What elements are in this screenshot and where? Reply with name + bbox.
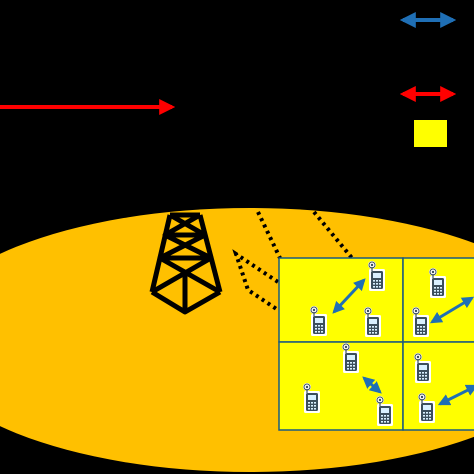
zoom-dotted-lines	[232, 210, 354, 312]
legend-cluster-square	[414, 120, 447, 147]
legend	[399, 12, 457, 147]
d2d-link-arrow	[437, 384, 474, 406]
d2d-links	[332, 278, 474, 406]
cell-tower-icon	[149, 212, 223, 315]
cluster-4	[402, 341, 474, 431]
d2d-link-arrow	[429, 296, 474, 324]
d2d-link-arrow	[332, 278, 366, 314]
d2d-link-arrow	[362, 376, 382, 394]
device-cluster-grid	[278, 257, 474, 431]
